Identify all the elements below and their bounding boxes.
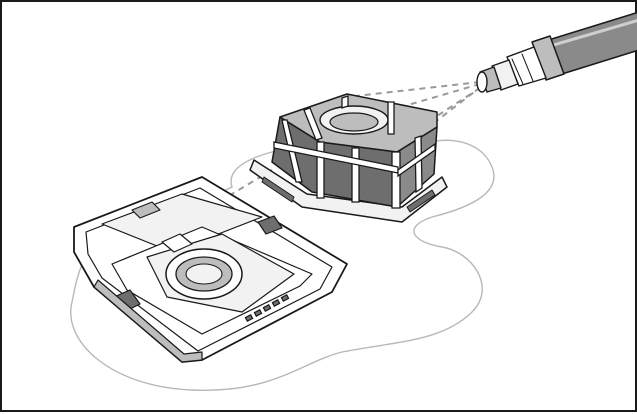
garden-hose-icon	[476, 11, 637, 93]
filter-basket-icon	[249, 93, 448, 223]
water-puddle-icon	[70, 119, 495, 392]
filter-housing-tray-icon	[73, 176, 348, 363]
